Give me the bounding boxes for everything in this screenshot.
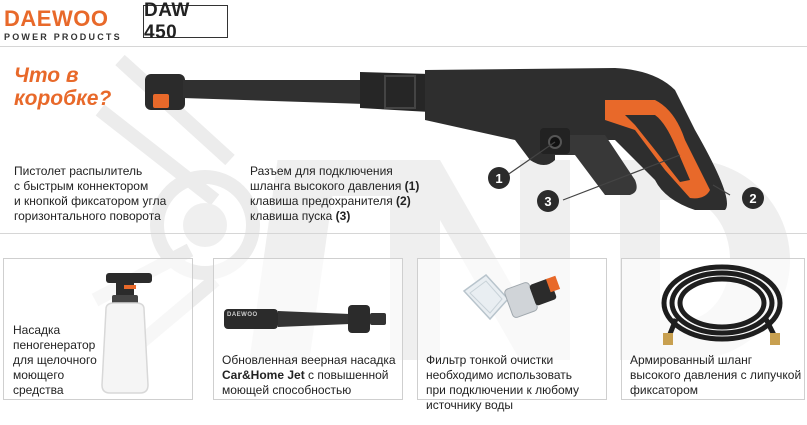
connector-desc-text: клавиша предохранителя	[250, 194, 397, 208]
card-text-line: средства	[13, 383, 64, 397]
gun-desc-line: и кнопкой фиксатором угла	[14, 194, 167, 208]
card-text-line: Насадка	[13, 323, 61, 337]
foam-bottle-image	[101, 273, 152, 394]
card-filter: Фильтр тонкой очистки необходимо использ…	[417, 258, 607, 412]
connector-desc-text: шланга высокого давления	[250, 179, 405, 193]
page-title: Что в коробке?	[14, 64, 124, 110]
spray-gun-image	[145, 68, 731, 210]
card-text-line: фиксатором	[630, 383, 699, 397]
card-text-line: Car&Home Jet с повышенной	[222, 368, 396, 383]
card-text-line: Армированный шланг	[630, 353, 753, 367]
card-text-rest: с повышенной	[304, 368, 389, 382]
card-filter-text: Фильтр тонкой очистки необходимо использ…	[426, 353, 579, 413]
product-name: Car&Home Jet	[222, 368, 305, 382]
fan-nozzle-image	[224, 305, 386, 333]
hose-image	[661, 264, 783, 345]
spray-gun-description: Пистолет распылитель с быстрым коннектор…	[14, 164, 194, 224]
connector-desc-num: (2)	[396, 194, 411, 208]
card-text-line: моющей способностью	[222, 383, 352, 397]
card-text-line: Фильтр тонкой очистки	[426, 353, 554, 367]
card-text-line: Обновленная веерная насадка	[222, 353, 396, 367]
connector-desc-num: (1)	[404, 179, 420, 193]
accessories-cards: Насадка пеногенератор для щелочного моющ…	[0, 258, 807, 412]
card-text-line: необходимо использовать	[426, 368, 572, 382]
callout-1: 1	[488, 167, 510, 189]
gun-desc-line: с быстрым коннектором	[14, 179, 149, 193]
card-hose-text: Армированный шланг высокого давления с л…	[630, 353, 801, 398]
gun-desc-line: горизонтального поворота	[14, 209, 161, 223]
card-text-line: высокого давления с липучкой	[630, 368, 802, 382]
card-fan-text: Обновленная веерная насадка Car&Home Jet…	[222, 353, 396, 398]
fan-nozzle-label: DAEWOO	[227, 312, 258, 318]
callout-2: 2	[742, 187, 764, 209]
headline-line-1: Что в	[14, 64, 79, 87]
brand-subtitle: POWER PRODUCTS	[4, 32, 122, 42]
card-text-line: источнику воды	[426, 398, 514, 412]
card-fan-nozzle: DAEWOO Обновленная веерная насадка Car&H…	[213, 258, 403, 400]
connector-desc-line: шланга высокого давления (1)	[250, 179, 450, 194]
connector-desc-line: клавиша пуска (3)	[250, 209, 450, 224]
model-badge: DAW 450	[143, 0, 228, 43]
card-foam-text: Насадка пеногенератор для щелочного моющ…	[13, 323, 97, 398]
brand-logo: DAEWOO	[4, 6, 109, 31]
card-text-line: пеногенератор	[13, 338, 96, 352]
connector-description: Разъем для подключения шланга высокого д…	[250, 164, 450, 224]
card-hose: Армированный шланг высокого давления с л…	[621, 258, 805, 400]
connector-desc-num: (3)	[335, 209, 351, 223]
water-filter-image	[462, 273, 561, 321]
headline-line-2: коробке?	[14, 87, 112, 110]
brand-logo-block: DAEWOO POWER PRODUCTS	[4, 6, 122, 43]
card-foam-nozzle: Насадка пеногенератор для щелочного моющ…	[3, 258, 193, 400]
gun-desc-line: Пистолет распылитель	[14, 164, 143, 178]
main-panel	[0, 46, 807, 234]
connector-desc-text: клавиша пуска	[250, 209, 336, 223]
card-text-line: для щелочного	[13, 353, 97, 367]
callout-3: 3	[537, 190, 559, 212]
card-text-line: моющего	[13, 368, 65, 382]
connector-desc-line: клавиша предохранителя (2)	[250, 194, 450, 209]
connector-desc-line: Разъем для подключения	[250, 164, 393, 178]
card-text-line: при подключении к любому	[426, 383, 580, 397]
